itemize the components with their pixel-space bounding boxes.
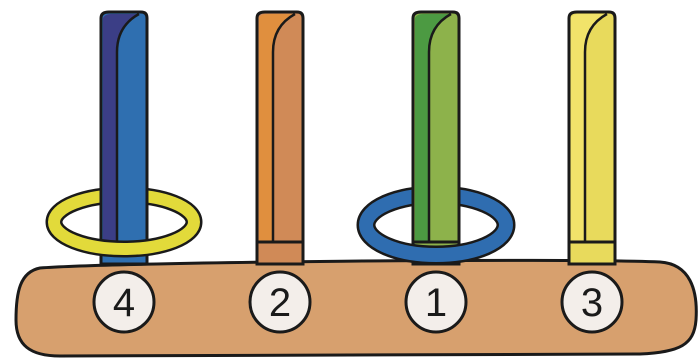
peg-2-marker: 2 xyxy=(248,270,312,334)
peg-2[interactable] xyxy=(255,10,305,264)
peg-3[interactable] xyxy=(567,10,617,264)
marker-circle xyxy=(560,270,624,334)
peg-number-label: 4 xyxy=(113,281,135,325)
peg-3-base xyxy=(567,240,617,266)
peg-number-label: 3 xyxy=(581,281,603,325)
marker-circle xyxy=(248,270,312,334)
peg-2-edge-line xyxy=(271,12,296,258)
peg-3-marker: 3 xyxy=(560,270,624,334)
peg-2-shade xyxy=(259,14,295,258)
peg-4-shade xyxy=(103,14,139,258)
ring-4-front-fill xyxy=(48,221,200,255)
peg-4[interactable] xyxy=(99,10,149,264)
peg-4-marker: 4 xyxy=(92,270,156,334)
peg-3-shade xyxy=(571,14,607,258)
peg-3-edge-line xyxy=(583,12,608,258)
peg-1-marker: 1 xyxy=(404,270,468,334)
peg-number-label: 1 xyxy=(425,281,447,325)
marker-circle xyxy=(92,270,156,334)
peg-1[interactable] xyxy=(411,10,461,264)
peg-1-edge-line xyxy=(427,12,452,258)
peg-1-shade xyxy=(415,14,451,258)
marker-circle xyxy=(404,270,468,334)
ring-1-front-fill xyxy=(359,224,513,262)
peg-2-base xyxy=(255,240,305,266)
peg-4-edge-line xyxy=(115,12,140,258)
peg-number-label: 2 xyxy=(269,281,291,325)
